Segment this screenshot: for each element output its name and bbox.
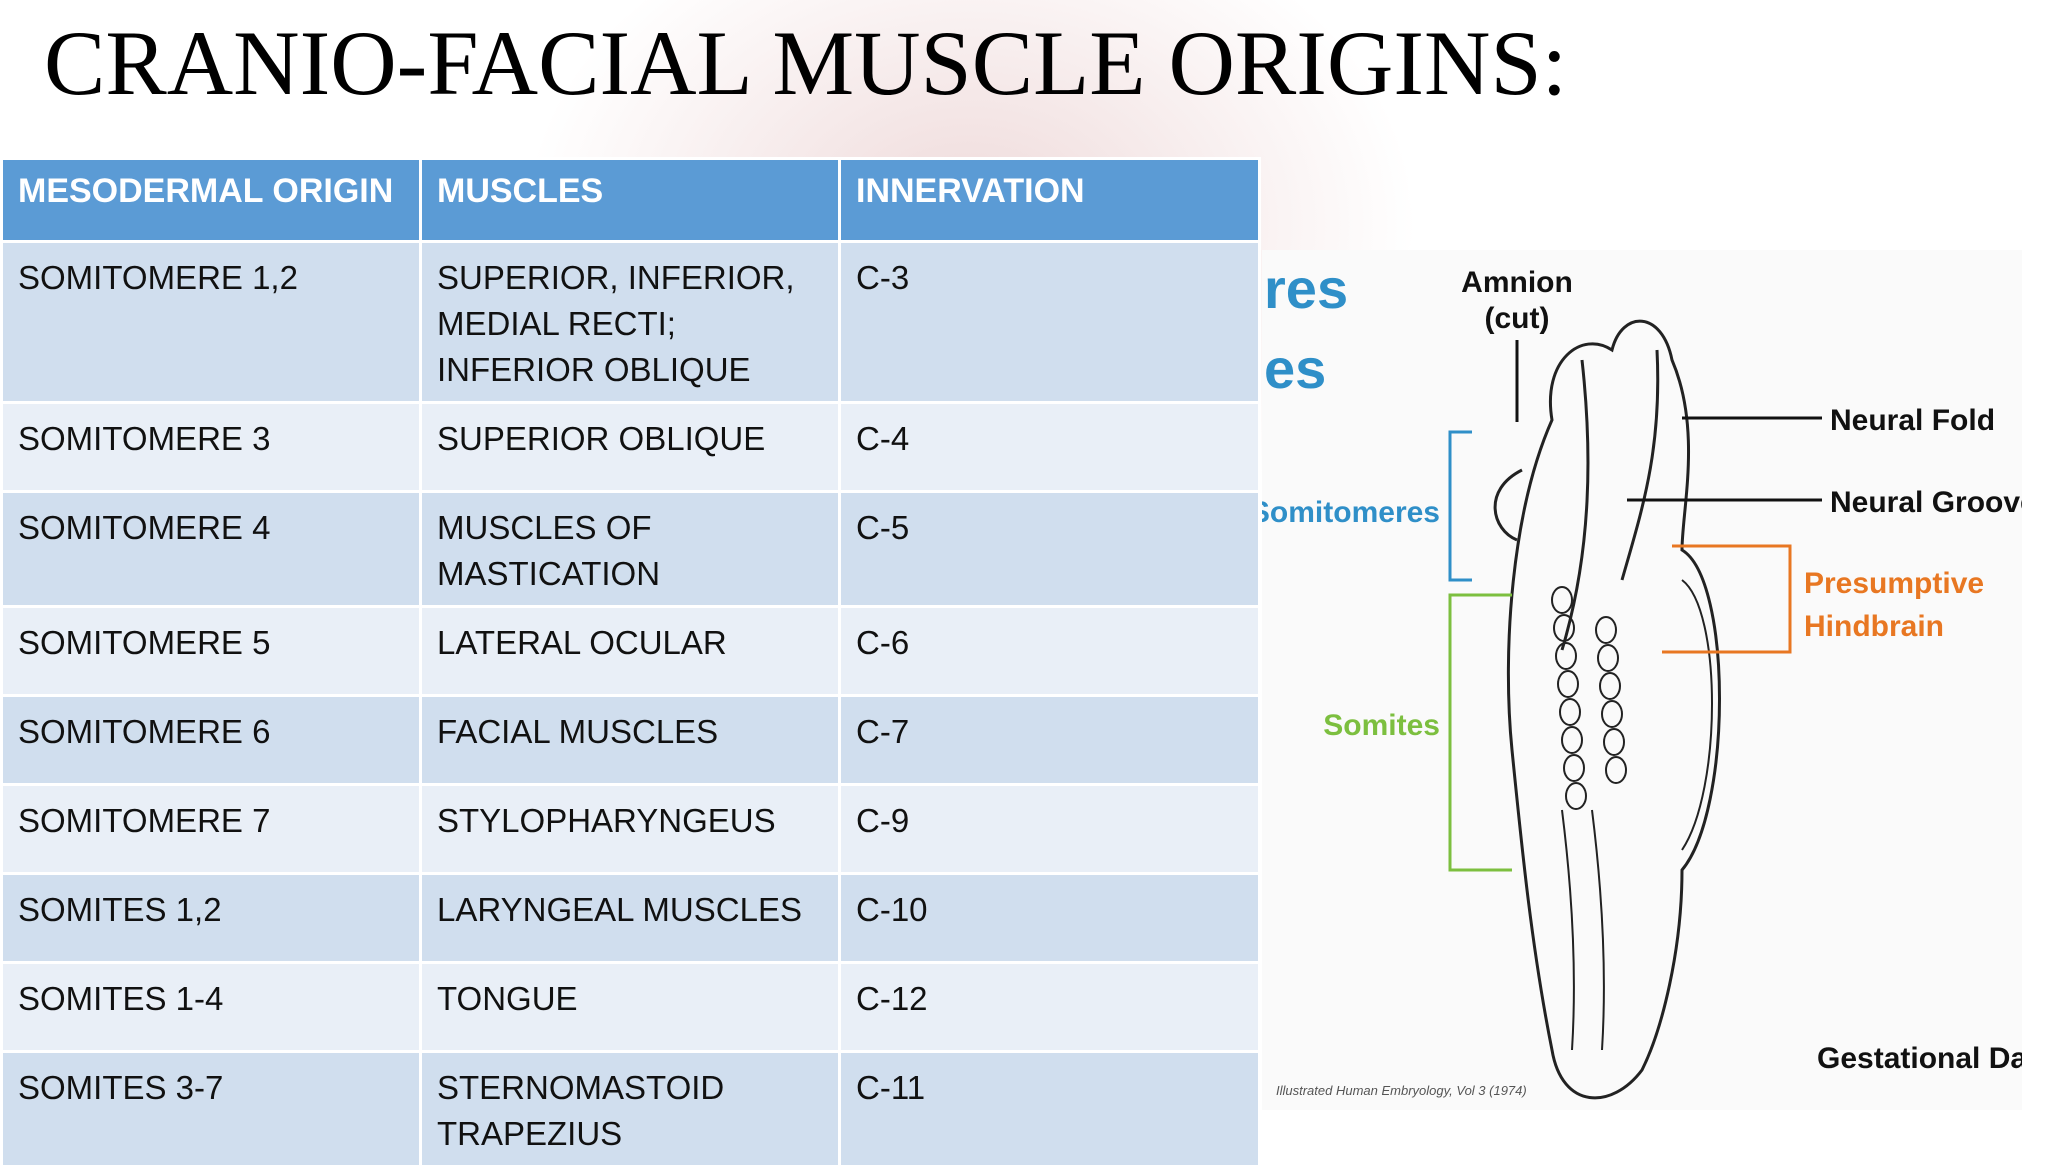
slide-title: CRANIO-FACIAL MUSCLE ORIGINS:: [44, 12, 1568, 114]
cell-origin: SOMITOMERE 6: [0, 694, 422, 786]
hindbrain-bracket: [1662, 544, 1792, 654]
header-innervation: INNERVATION: [838, 157, 1261, 243]
cell-innervation: C-12: [838, 961, 1261, 1053]
cell-innervation: C-9: [838, 783, 1261, 875]
header-muscles: MUSCLES: [419, 157, 841, 243]
cell-innervation: C-4: [838, 401, 1261, 493]
cell-origin: SOMITOMERE 3: [0, 401, 422, 493]
gestational-day-label: Gestational Day: [1817, 1042, 2022, 1075]
somites-label: Somites: [1323, 709, 1440, 742]
amnion-label-line2: (cut): [1485, 302, 1550, 335]
table-row: SOMITES 1,2 LARYNGEAL MUSCLES C-10: [0, 872, 1261, 964]
cell-muscles: SUPERIOR OBLIQUE: [419, 401, 841, 493]
somite-beads: [1551, 586, 1627, 810]
cell-innervation: C-7: [838, 694, 1261, 786]
table-row: SOMITES 3-7 STERNOMASTOID TRAPEZIUS C-11: [0, 1050, 1261, 1168]
cell-innervation: C-10: [838, 872, 1261, 964]
cell-origin: SOMITES 1-4: [0, 961, 422, 1053]
cell-muscles: LATERAL OCULAR: [419, 605, 841, 697]
cell-muscles: STYLOPHARYNGEUS: [419, 783, 841, 875]
cell-innervation: C-6: [838, 605, 1261, 697]
embryo-illustration: res es Amnion (cut) Neural Fold: [1262, 257, 2022, 1100]
image-credit: Illustrated Human Embryology, Vol 3 (197…: [1276, 1083, 1527, 1098]
embryo-body: [1493, 319, 1721, 1100]
cell-origin: SOMITOMERE 5: [0, 605, 422, 697]
cell-innervation: C-5: [838, 490, 1261, 608]
table-row: SOMITOMERE 5 LATERAL OCULAR C-6: [0, 605, 1261, 697]
neural-fold-label: Neural Fold: [1830, 404, 1995, 437]
embryo-diagram: res es Amnion (cut) Neural Fold: [1262, 250, 2022, 1110]
cell-origin: SOMITOMERE 1,2: [0, 240, 422, 404]
partial-label-top: res: [1264, 257, 1348, 320]
header-mesodermal-origin: MESODERMAL ORIGIN: [0, 157, 422, 243]
cell-muscles: TONGUE: [419, 961, 841, 1053]
cell-origin: SOMITOMERE 4: [0, 490, 422, 608]
origins-table: MESODERMAL ORIGIN MUSCLES INNERVATION SO…: [0, 157, 1261, 1168]
somitomeres-bracket: [1448, 430, 1472, 582]
cell-muscles: MUSCLES OF MASTICATION: [419, 490, 841, 608]
neural-groove-label: Neural Groove: [1830, 486, 2022, 519]
cell-muscles: SUPERIOR, INFERIOR, MEDIAL RECTI; INFERI…: [419, 240, 841, 404]
table-row: SOMITOMERE 6 FACIAL MUSCLES C-7: [0, 694, 1261, 786]
table-header-row: MESODERMAL ORIGIN MUSCLES INNERVATION: [0, 157, 1261, 243]
partial-label-bottom: es: [1264, 337, 1326, 400]
table-row: SOMITOMERE 4 MUSCLES OF MASTICATION C-5: [0, 490, 1261, 608]
amnion-label-line1: Amnion: [1461, 266, 1573, 299]
cell-origin: SOMITES 3-7: [0, 1050, 422, 1168]
table-row: SOMITOMERE 1,2 SUPERIOR, INFERIOR, MEDIA…: [0, 240, 1261, 404]
hindbrain-label-line2: Hindbrain: [1804, 610, 1944, 643]
cell-origin: SOMITES 1,2: [0, 872, 422, 964]
somites-bracket: [1448, 593, 1512, 872]
cell-innervation: C-11: [838, 1050, 1261, 1168]
table-row: SOMITOMERE 3 SUPERIOR OBLIQUE C-4: [0, 401, 1261, 493]
cell-muscles: STERNOMASTOID TRAPEZIUS: [419, 1050, 841, 1168]
cell-muscles: FACIAL MUSCLES: [419, 694, 841, 786]
hindbrain-label-line1: Presumptive: [1804, 567, 1984, 600]
table-row: SOMITOMERE 7 STYLOPHARYNGEUS C-9: [0, 783, 1261, 875]
somitomeres-label: Somitomeres: [1262, 496, 1440, 529]
cell-innervation: C-3: [838, 240, 1261, 404]
table-row: SOMITES 1-4 TONGUE C-12: [0, 961, 1261, 1053]
cell-muscles: LARYNGEAL MUSCLES: [419, 872, 841, 964]
cell-origin: SOMITOMERE 7: [0, 783, 422, 875]
